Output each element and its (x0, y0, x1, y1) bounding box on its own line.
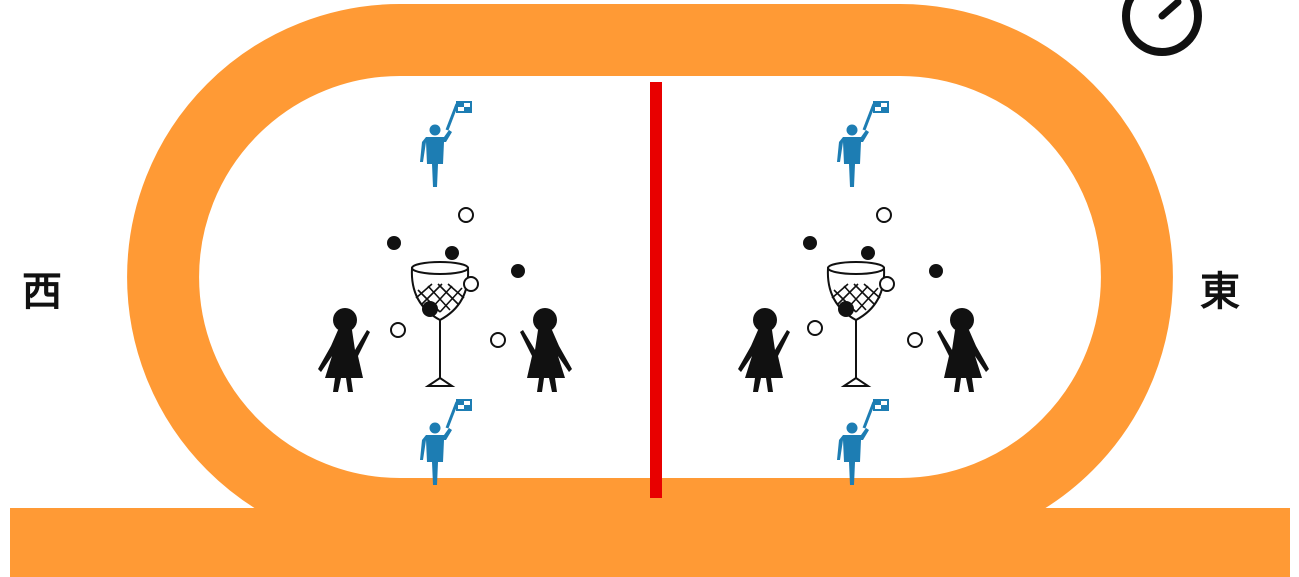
ball-black (511, 264, 525, 278)
west-court (318, 102, 572, 485)
center-divider (650, 82, 662, 498)
ball-black (445, 246, 459, 260)
ball-white (459, 208, 473, 222)
ball-black (929, 264, 943, 278)
west-label: 西 (22, 272, 62, 312)
ball-black (803, 236, 817, 250)
ball-black (861, 246, 875, 260)
referee-flag-icon (837, 102, 888, 187)
east-label: 東 (1200, 272, 1240, 312)
referee-flag-icon (420, 102, 471, 187)
ball-white (464, 277, 478, 291)
east-court (738, 102, 989, 485)
referee-flag-icon (837, 400, 888, 485)
ball-white (908, 333, 922, 347)
ball-white (391, 323, 405, 337)
ball-white (877, 208, 891, 222)
ball-white (808, 321, 822, 335)
stopwatch-icon (1112, 0, 1212, 56)
ball-white (491, 333, 505, 347)
player-silhouette-icon (520, 308, 572, 392)
player-silhouette-icon (738, 308, 790, 392)
player-silhouette-icon (937, 308, 989, 392)
ball-black (422, 301, 438, 317)
ball-basket-icon (412, 262, 468, 386)
player-silhouette-icon (318, 308, 370, 392)
track-straight-bottom (10, 508, 1290, 577)
ball-black (387, 236, 401, 250)
referee-flag-icon (420, 400, 471, 485)
ball-black (838, 301, 854, 317)
ball-white (880, 277, 894, 291)
ball-basket-icon (828, 262, 884, 386)
